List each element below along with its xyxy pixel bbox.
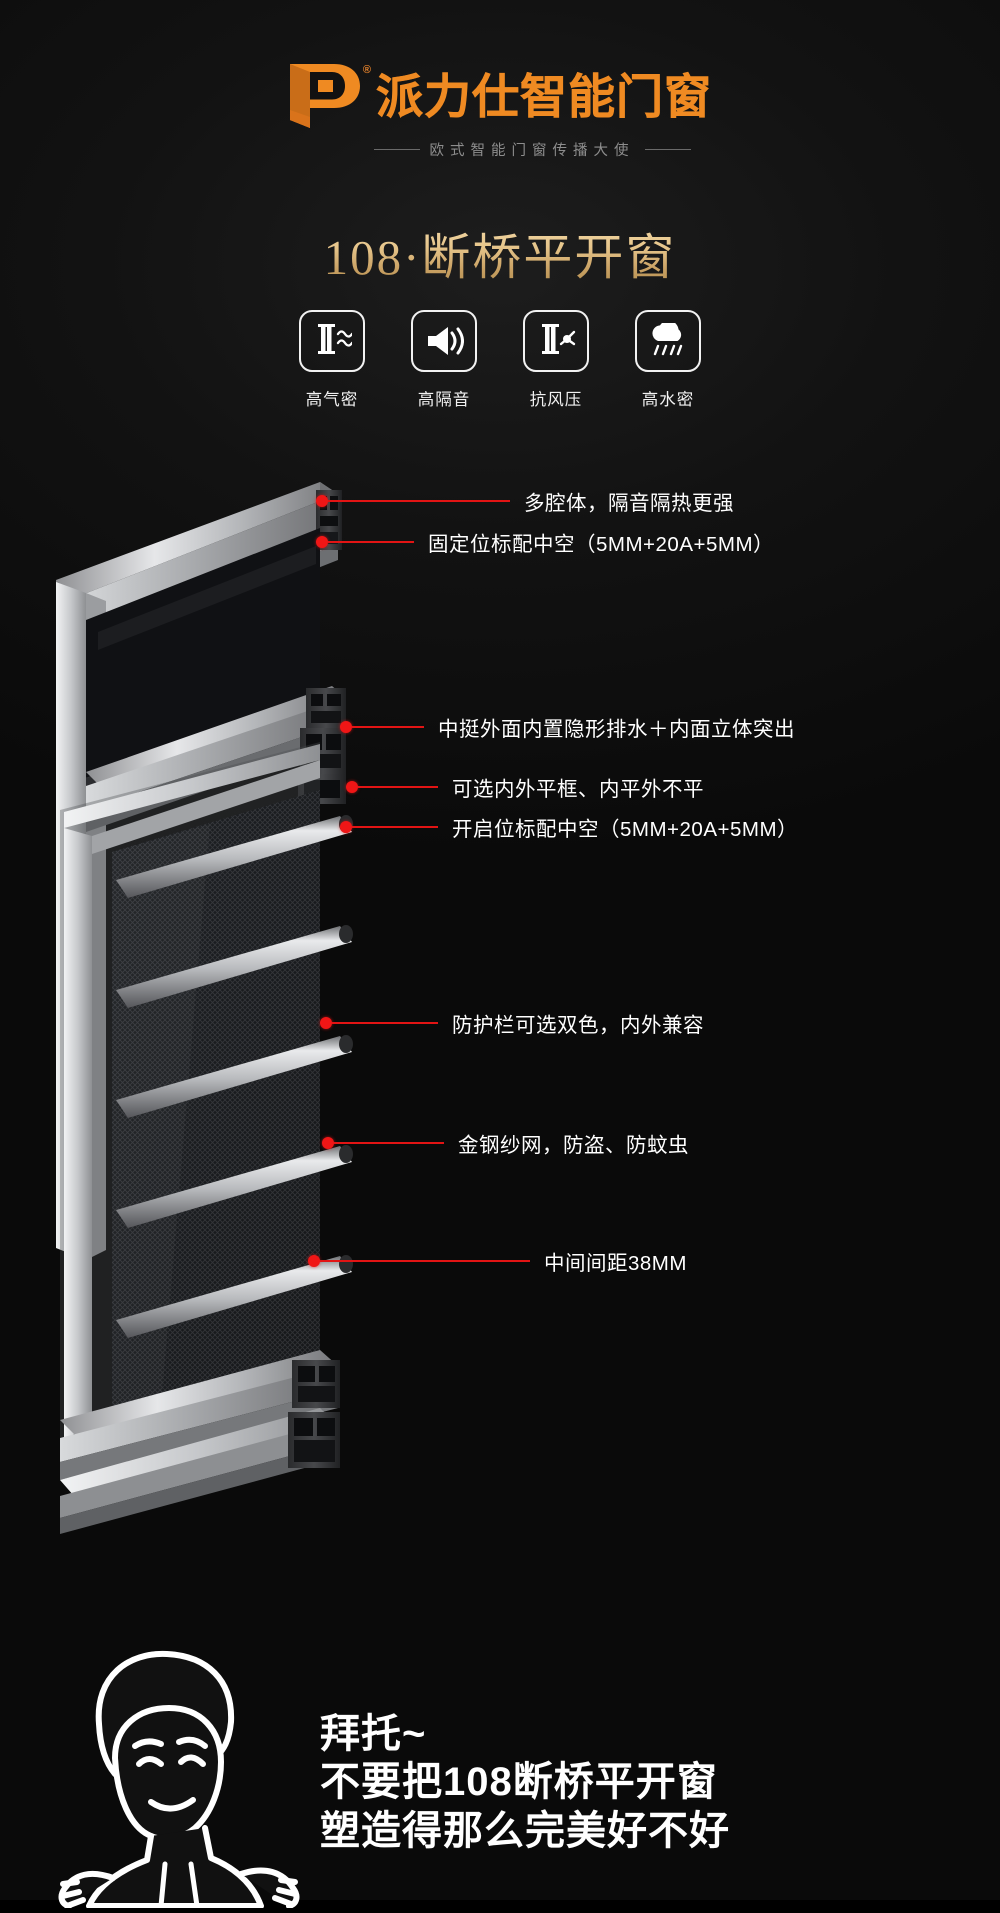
callout-line (358, 786, 438, 788)
brand-name: 派力仕智能门窗 (376, 69, 712, 123)
cartoon-boy-icon (55, 1638, 305, 1909)
brand-tagline-row: 欧式智能门窗传播大使 (373, 139, 691, 160)
callout-mullion-drainage: 中挺外面内置隐形排水＋内面立体突出 (340, 712, 795, 742)
brand-tagline: 欧式智能门窗传播大使 (429, 143, 635, 159)
slogan-line-2: 不要把108断桥平开窗 (320, 1760, 718, 1805)
logo-row: ® 派力仕智能门窗 (288, 62, 712, 130)
callout-label: 多腔体，隔音隔热更强 (524, 492, 734, 515)
callout-fixed-glazing: 固定位标配中空（5MM+20A+5MM） (316, 527, 774, 557)
callout-line (328, 500, 510, 502)
callout-dot (320, 1017, 332, 1029)
p-monogram-icon: ® (288, 62, 371, 130)
callout-dot (340, 721, 352, 733)
feature-water-tightness: 高水密 (635, 310, 701, 410)
page-title: 108·断桥平开窗 (0, 218, 1000, 289)
callout-line (332, 1022, 438, 1024)
callout-label: 固定位标配中空（5MM+20A+5MM） (428, 533, 775, 556)
callout-dot (322, 1137, 334, 1149)
callout-line (328, 541, 414, 543)
feature-label: 抗风压 (529, 391, 583, 409)
callout-dot (316, 536, 328, 548)
callout-label: 中挺外面内置隐形排水＋内面立体突出 (438, 718, 795, 741)
feature-label: 高水密 (641, 391, 695, 409)
callout-label: 金钢纱网，防盗、防蚊虫 (458, 1134, 689, 1157)
feature-label: 高隔音 (417, 391, 471, 409)
callout-dot (340, 821, 352, 833)
window-product-illustration (20, 460, 440, 1550)
water-tightness-icon (635, 310, 701, 372)
callout-dot (346, 781, 358, 793)
callout-line (352, 726, 424, 728)
callout-multi-chamber: 多腔体，隔音隔热更强 (316, 486, 734, 516)
callout-dot (308, 1255, 320, 1267)
callout-label: 可选内外平框、内平外不平 (452, 778, 704, 801)
tagline-rule-right (644, 149, 691, 150)
sound-insulation-icon (411, 310, 477, 372)
callout-guardrail: 防护栏可选双色，内外兼容 (320, 1008, 704, 1038)
callout-frame-option: 可选内外平框、内平外不平 (346, 772, 704, 802)
callout-label: 防护栏可选双色，内外兼容 (452, 1014, 704, 1037)
air-tightness-icon (299, 310, 365, 372)
bottom-banner: 拜托~ 不要把108断桥平开窗 塑造得那么完美好不好 (0, 1600, 1000, 1909)
registered-mark: ® (362, 64, 371, 76)
callout-label: 中间间距38MM (544, 1252, 687, 1275)
feature-list: 高气密 高隔音 (0, 310, 1000, 410)
callout-spacing: 中间间距38MM (308, 1246, 687, 1276)
callout-label: 开启位标配中空（5MM+20A+5MM） (452, 818, 799, 841)
tagline-rule-left (373, 149, 420, 150)
slogan-line-1: 拜托~ (320, 1711, 427, 1756)
feature-air-tightness: 高气密 (299, 310, 365, 410)
brand-header: ® 派力仕智能门窗 欧式智能门窗传播大使 (0, 62, 1000, 160)
callout-line (320, 1260, 530, 1262)
wind-pressure-icon (523, 310, 589, 372)
feature-wind-pressure: 抗风压 (523, 310, 589, 410)
callout-line (352, 826, 438, 828)
callout-open-glazing: 开启位标配中空（5MM+20A+5MM） (340, 812, 798, 842)
feature-label: 高气密 (305, 391, 359, 409)
slogan-block: 拜托~ 不要把108断桥平开窗 塑造得那么完美好不好 (320, 1710, 730, 1856)
slogan-line-3: 塑造得那么完美好不好 (320, 1809, 730, 1854)
feature-sound-insulation: 高隔音 (411, 310, 477, 410)
callout-dot (316, 495, 328, 507)
callout-line (334, 1142, 444, 1144)
callout-security-screen: 金钢纱网，防盗、防蚊虫 (322, 1128, 689, 1158)
